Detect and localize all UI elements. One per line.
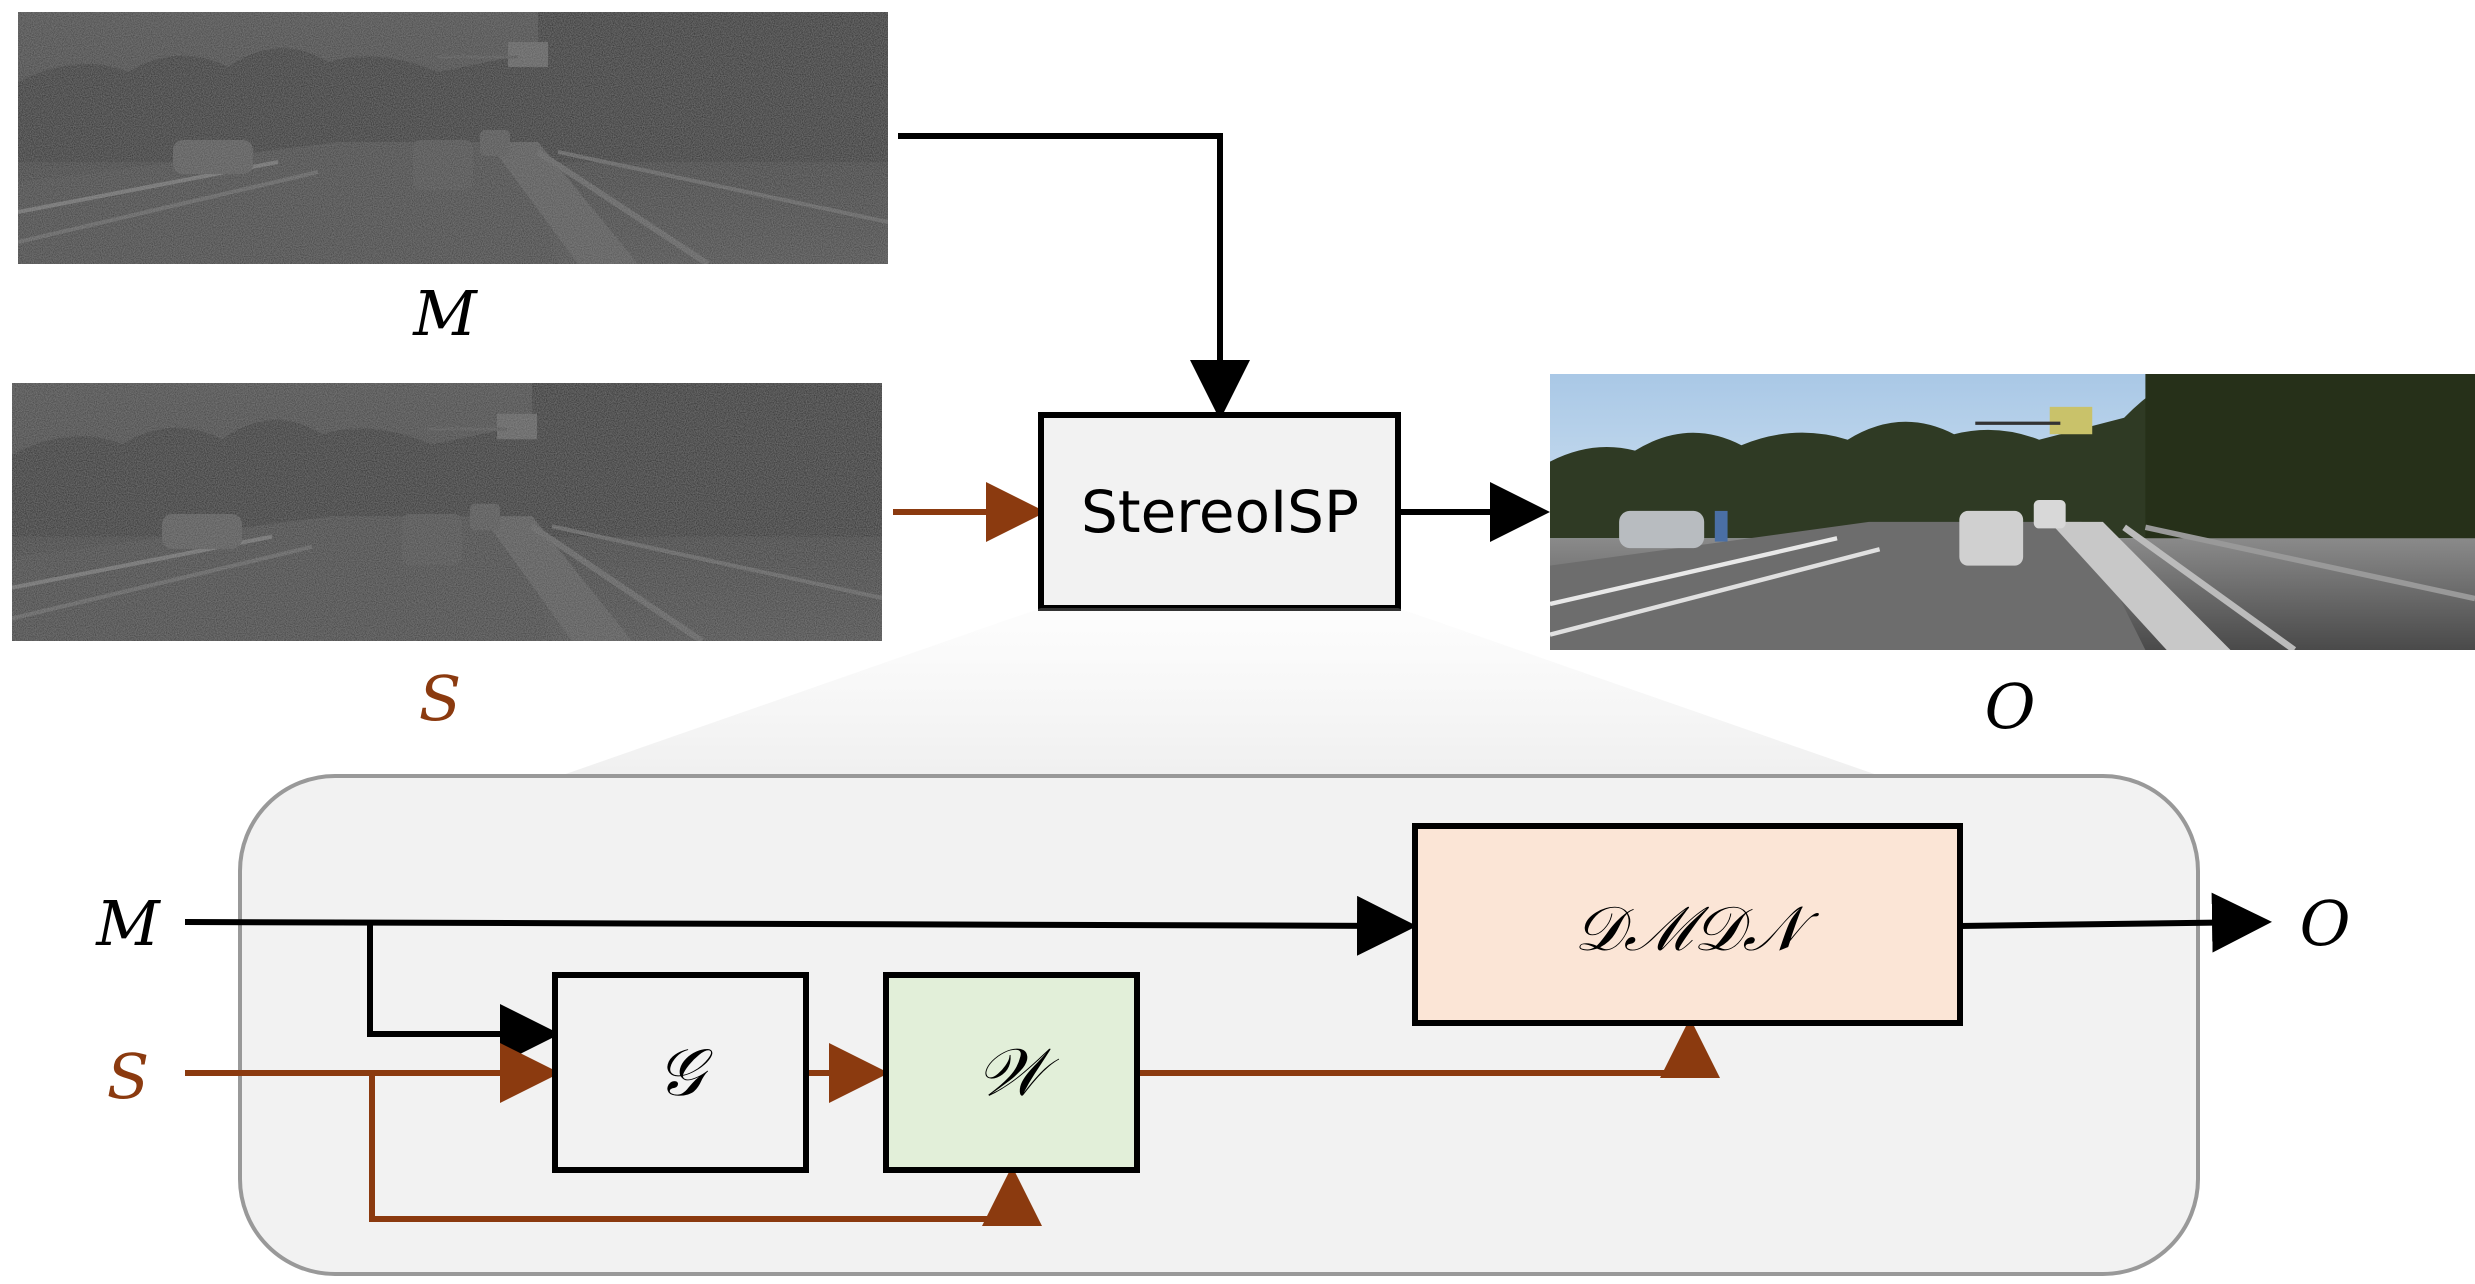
d-block [1412,823,1963,1026]
output-label: O [1985,670,2036,743]
stereoisp-label: StereoISP [1081,478,1359,546]
stereo-image [12,383,882,641]
mono-image [18,12,888,264]
detail-input-s: S [107,1040,149,1113]
stereoisp-box [1038,412,1401,611]
mono-label: M [412,277,478,350]
output-image [1550,374,2475,650]
g-block [552,972,809,1173]
w-to-d-arrow [1138,1018,1720,1078]
d-to-o-arrow [1959,892,2272,953]
mono-to-stereoisp-arrow [898,133,1250,420]
s-to-w-arrow [369,1073,1042,1226]
stereo-label: S [419,662,461,735]
m-to-d-arrow [184,895,1417,956]
detail-input-m: M [95,887,161,960]
zoom-cone [560,608,1880,776]
detail-output-o: O [2300,887,2351,960]
m-to-g-arrow [367,922,560,1064]
w-block-label: 𝒲 [976,1034,1059,1111]
d-block-label: 𝒟ℳ𝒟𝒩 [1574,892,1819,965]
w-block [883,972,1140,1173]
